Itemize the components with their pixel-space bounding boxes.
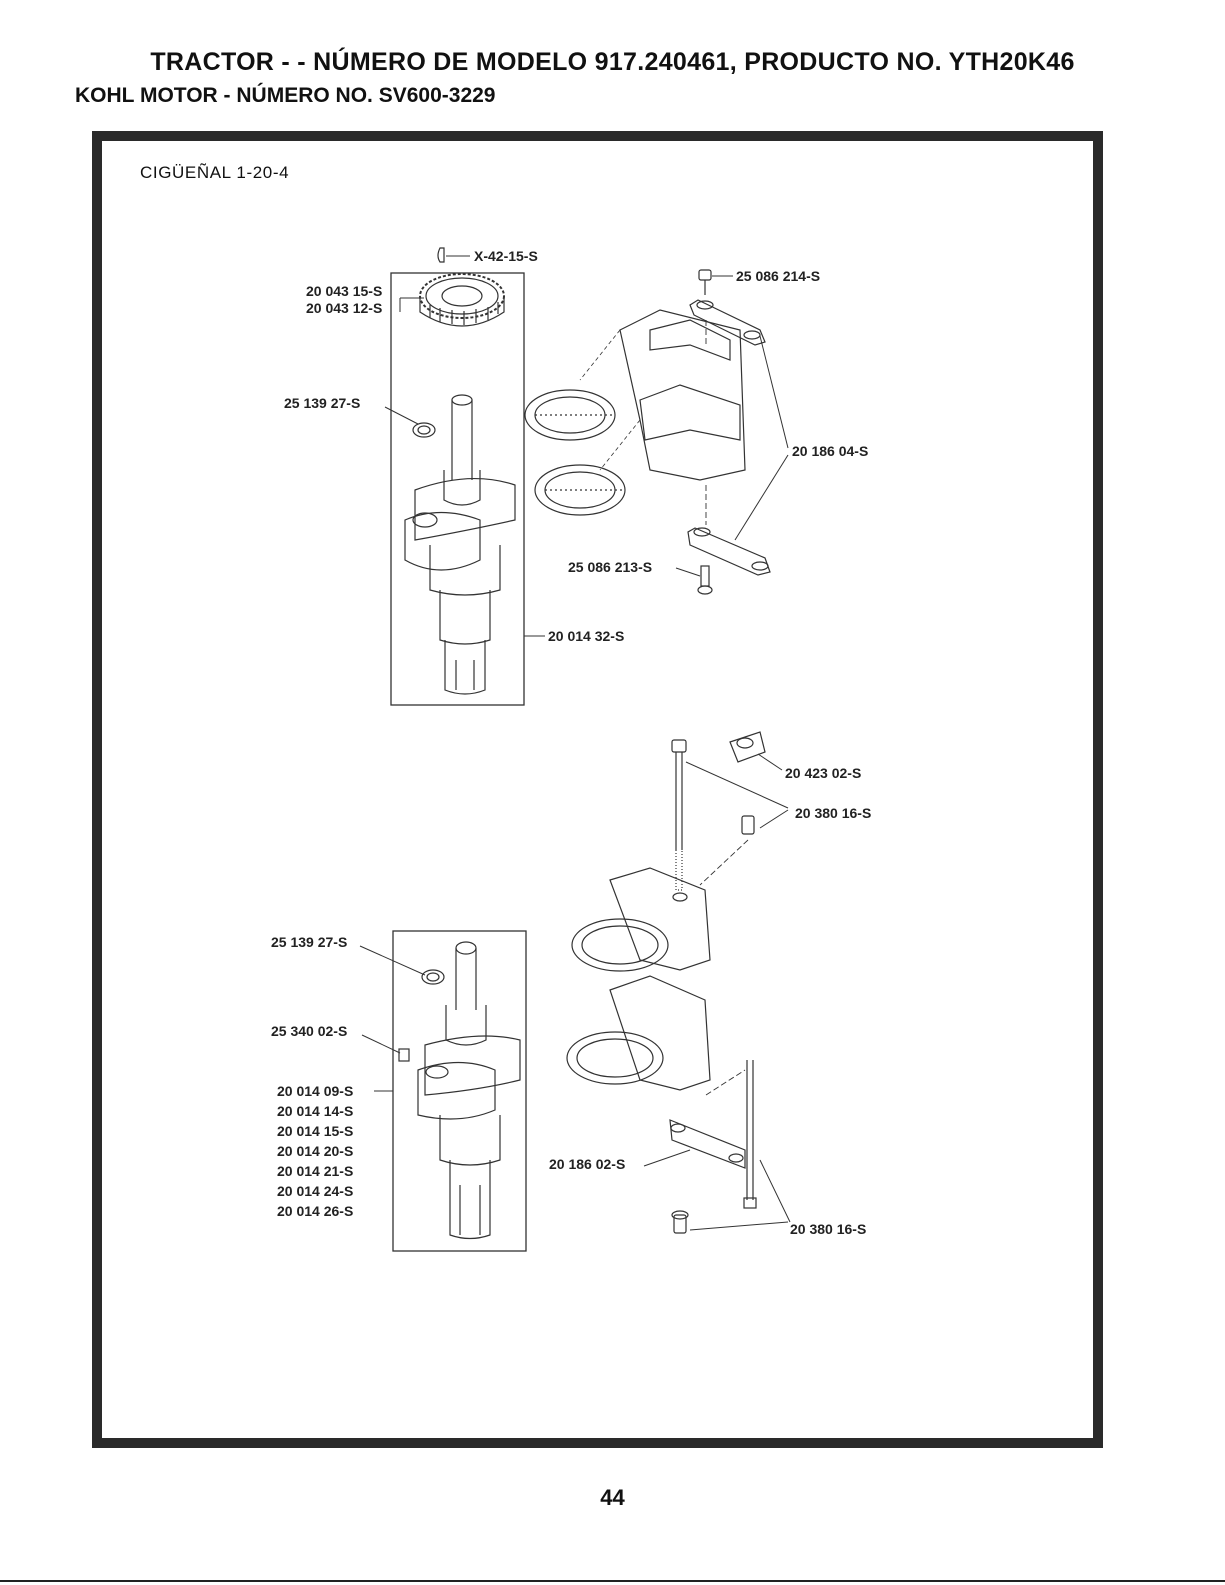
- link-plate-lower: [687, 527, 771, 576]
- diagram-frame: [92, 131, 1103, 1448]
- page-subtitle: KOHL MOTOR - NÚMERO NO. SV600-3229: [75, 84, 496, 107]
- label-crank-list-5: 20 014 24-S: [277, 1183, 353, 1199]
- label-cap: 20 423 02-S: [785, 765, 861, 781]
- label-screw-top: 25 086 214-S: [736, 268, 820, 284]
- link-bar-bottom-illustration: [669, 1119, 746, 1169]
- label-link-top: 20 186 04-S: [792, 443, 868, 459]
- crankshaft-box-top: [390, 272, 525, 706]
- label-gear-b: 20 043 12-S: [306, 300, 382, 316]
- timing-gear-illustration: [419, 273, 505, 327]
- cap-illustration: [729, 731, 766, 763]
- label-crank-top: 20 014 32-S: [548, 628, 624, 644]
- label-gear-a: 20 043 15-S: [306, 283, 382, 299]
- label-crank-list-1: 20 014 14-S: [277, 1103, 353, 1119]
- bearing-block-bottom-illustration: [566, 867, 711, 1091]
- sleeve-top-illustration: [741, 815, 755, 835]
- page-title: TRACTOR - - NÚMERO DE MODELO 917.240461,…: [150, 48, 1075, 76]
- link-plate-upper: [689, 299, 766, 346]
- label-bolt-set-bottom: 20 380 16-S: [790, 1221, 866, 1237]
- page-number: 44: [600, 1485, 625, 1510]
- section-title: CIGÜEÑAL 1-20-4: [140, 163, 290, 182]
- label-crank-list-2: 20 014 15-S: [277, 1123, 353, 1139]
- bottom-rule: [0, 1580, 1225, 1582]
- bearing-block-top-illustration: [524, 309, 746, 516]
- label-seal-bottom: 25 139 27-S: [271, 934, 347, 950]
- long-bolt-bottom-illustration: [743, 1060, 757, 1209]
- label-crank-list-3: 20 014 20-S: [277, 1143, 353, 1159]
- long-bolt-top-illustration: [671, 739, 687, 891]
- crankshaft-top-illustration: [404, 394, 516, 695]
- crankshaft-bottom-illustration: [417, 941, 521, 1240]
- woodruff-key-illustration: [398, 1048, 410, 1062]
- screw-mid-illustration: [697, 565, 713, 595]
- label-key-bottom: 25 340 02-S: [271, 1023, 347, 1039]
- label-key-top: X-42-15-S: [474, 248, 538, 264]
- label-link-bottom: 20 186 02-S: [549, 1156, 625, 1172]
- sleeve-bottom-illustration: [671, 1210, 689, 1234]
- label-crank-list-0: 20 014 09-S: [277, 1083, 353, 1099]
- label-screw-mid: 25 086 213-S: [568, 559, 652, 575]
- label-seal-top: 25 139 27-S: [284, 395, 360, 411]
- screw-top-illustration: [698, 269, 712, 295]
- label-bolt-set-top: 20 380 16-S: [795, 805, 871, 821]
- label-crank-list-6: 20 014 26-S: [277, 1203, 353, 1219]
- label-crank-list-4: 20 014 21-S: [277, 1163, 353, 1179]
- gear-key-illustration: [437, 247, 445, 263]
